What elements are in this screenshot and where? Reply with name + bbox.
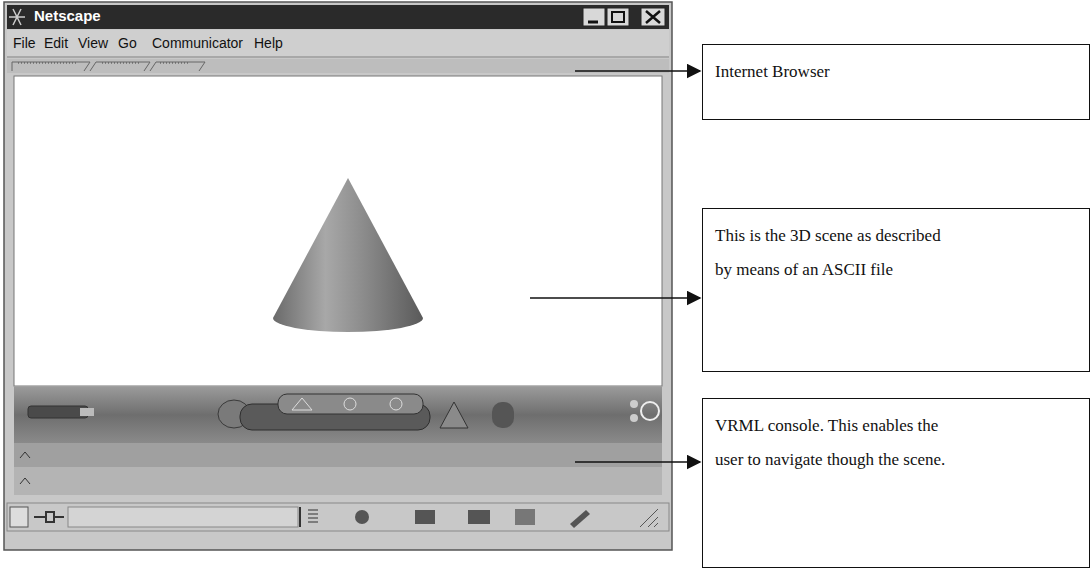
callout-box: Internet Browser bbox=[702, 44, 1090, 120]
callout-box: This is the 3D scene as described by mea… bbox=[702, 208, 1090, 372]
callout-text: This is the 3D scene as described by mea… bbox=[715, 219, 953, 287]
menu-item: Edit bbox=[44, 35, 68, 51]
menu-item: Help bbox=[254, 35, 283, 51]
menu-item: File bbox=[13, 35, 36, 51]
callout-text: VRML console. This enables the user to n… bbox=[715, 409, 953, 477]
menu-item: Communicator bbox=[152, 35, 243, 51]
menu-item: Go bbox=[118, 35, 137, 51]
window-title: Netscape bbox=[34, 7, 101, 24]
menu-item: View bbox=[78, 35, 108, 51]
callout-text: Internet Browser bbox=[715, 55, 1075, 89]
callout-box: VRML console. This enables the user to n… bbox=[702, 398, 1090, 568]
